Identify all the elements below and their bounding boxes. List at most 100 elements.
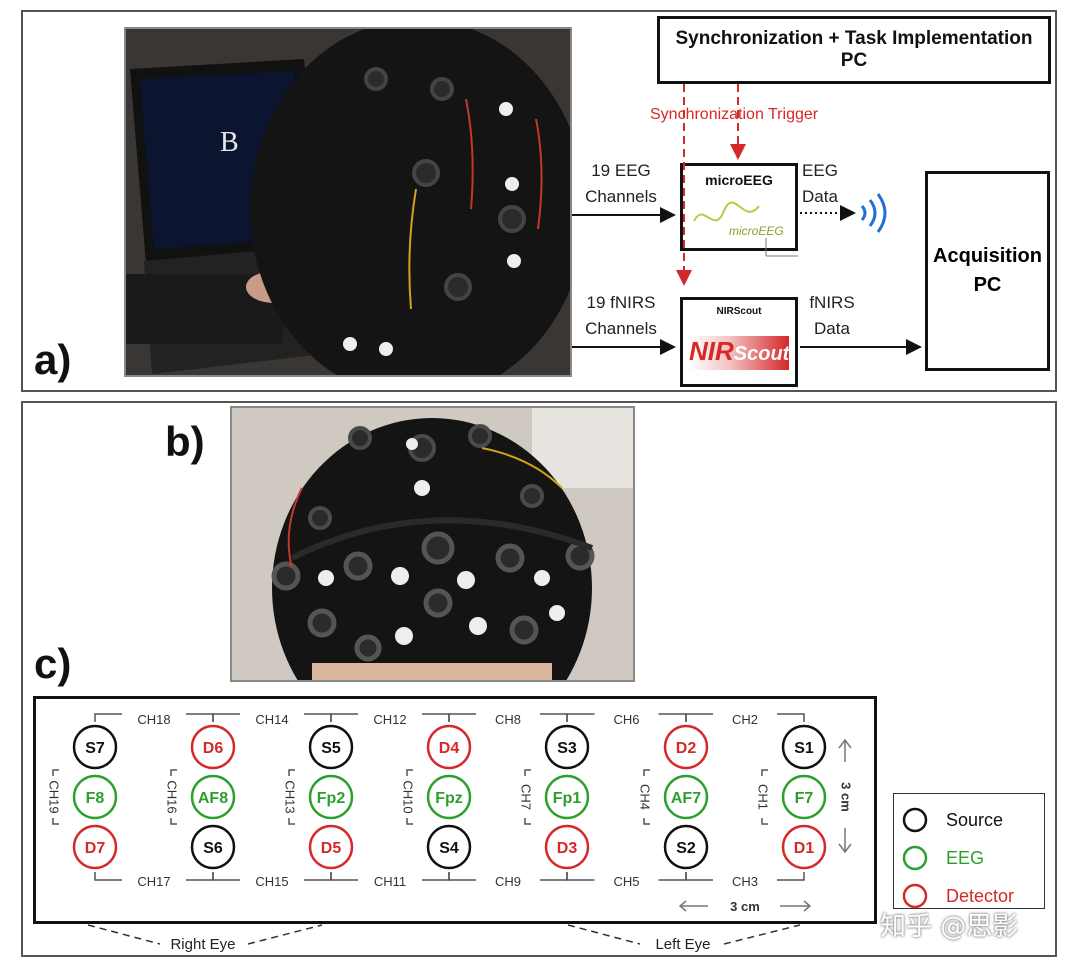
vertical-scale-label: 3 cm <box>839 782 854 812</box>
horizontal-scale-arrow-left <box>678 900 708 912</box>
optode-s4-circle <box>426 824 472 870</box>
eeg-data-line2: Data <box>802 187 838 206</box>
laptop-screen-letter: B <box>220 127 239 158</box>
optode-d3-label: D3 <box>557 840 578 857</box>
eeg-channels-label: 19 EEG Channels <box>578 158 664 210</box>
left-eye-label: Left Eye <box>655 936 710 953</box>
bottom-bracket-left-4 <box>566 872 595 881</box>
optode-d4-label: D4 <box>439 740 460 757</box>
side-channel-ch7: CH7 <box>519 784 534 810</box>
optode-d4-circle <box>426 724 472 770</box>
side-channel-ch4: CH4 <box>638 784 653 810</box>
side-channel-ch13: CH13 <box>283 780 298 813</box>
eeg-data-label: EEG Data <box>800 158 840 210</box>
top-channel-ch8: CH8 <box>495 712 521 727</box>
bottom-channel-ch15: CH15 <box>255 874 288 889</box>
top-channel-ch14: CH14 <box>255 712 288 727</box>
optode-f7-circle <box>781 774 827 820</box>
bottom-channel-ch11: CH11 <box>374 874 406 889</box>
side-bracket-bottom-2 <box>288 818 295 825</box>
optode-f8-circle <box>72 774 118 820</box>
top-channel-ch2: CH2 <box>732 712 758 727</box>
top-bracket-left-3 <box>448 713 476 722</box>
microeeg-logo-waveform <box>693 201 760 222</box>
panel-b-label: b) <box>165 418 205 465</box>
top-channel-ch18: CH18 <box>137 712 170 727</box>
side-bracket-bottom-6 <box>761 818 768 825</box>
top-bracket-right-5 <box>777 713 805 722</box>
top-bracket-left-2 <box>330 713 358 722</box>
horizontal-scale-label: 3 cm <box>730 899 760 914</box>
fnirs-channels-label: 19 fNIRS Channels <box>578 290 664 342</box>
optode-s3-label: S3 <box>557 740 577 757</box>
right-eye-guide <box>87 924 323 945</box>
side-bracket-bottom-4 <box>524 818 531 825</box>
nirscout-small-label: NIRScout <box>716 306 762 317</box>
optode-fp2-label: Fp2 <box>317 790 346 807</box>
bottom-bracket-right-5 <box>777 872 805 881</box>
side-bracket-top-1 <box>170 769 177 776</box>
legend-eeg-label: EEG <box>946 848 984 868</box>
optode-f8-label: F8 <box>86 790 105 807</box>
bottom-channel-ch17: CH17 <box>137 874 170 889</box>
side-bracket-top-3 <box>406 769 413 776</box>
legend-eeg-marker <box>902 845 928 871</box>
nirscout-box: NIRScout NIRScout <box>680 297 798 387</box>
legend-detector-marker <box>902 883 928 909</box>
optode-s2-circle <box>663 824 709 870</box>
optode-s5-circle <box>308 724 354 770</box>
acquisition-pc-line1: Acquisition <box>933 245 1042 267</box>
optode-fp1-label: Fp1 <box>553 790 582 807</box>
side-bracket-bottom-3 <box>406 818 413 825</box>
optode-fpz-label: Fpz <box>435 790 463 807</box>
panel-c-label: c) <box>34 640 72 687</box>
fnirs-data-label: fNIRS Data <box>806 290 858 342</box>
acquisition-pc-line2: PC <box>973 274 1002 296</box>
legend-detector-label: Detector <box>946 886 1014 906</box>
optode-fp2-circle <box>308 774 354 820</box>
side-channel-ch1: CH1 <box>756 784 771 810</box>
optode-s2-label: S2 <box>676 840 696 857</box>
optode-s6-label: S6 <box>203 840 223 857</box>
eeg-data-line1: EEG <box>802 161 838 180</box>
eeg-channels-line2: Channels <box>585 187 657 206</box>
bottom-bracket-left-2 <box>330 872 358 881</box>
side-bracket-top-2 <box>288 769 295 776</box>
side-channel-ch19: CH19 <box>47 780 62 813</box>
bottom-bracket-left-5 <box>685 872 713 881</box>
side-channel-ch16: CH16 <box>165 780 180 813</box>
optode-af7-circle <box>663 774 709 820</box>
left-eye-guide <box>567 924 801 945</box>
side-bracket-top-0 <box>52 769 59 776</box>
vertical-scale-arrow-up <box>838 738 852 762</box>
top-bracket-left-1 <box>212 713 240 722</box>
eeg-cap-photo-illustration <box>126 29 570 375</box>
right-eye-label: Right Eye <box>170 936 235 953</box>
optode-s7-label: S7 <box>85 740 105 757</box>
top-bracket-left-4 <box>566 713 595 722</box>
acquisition-pc-box: Acquisition PC <box>925 171 1050 371</box>
top-channel-ch6: CH6 <box>613 712 639 727</box>
optode-d1-circle <box>781 824 827 870</box>
wireless-signal-icon <box>860 193 887 233</box>
optode-d2-label: D2 <box>676 740 697 757</box>
nirscout-logo-scout: Scout <box>733 343 790 365</box>
optode-af8-circle <box>190 774 236 820</box>
side-bracket-top-5 <box>643 769 650 776</box>
optode-d6-circle <box>190 724 236 770</box>
fnirs-channels-line1: 19 fNIRS <box>586 293 656 312</box>
legend-source-label: Source <box>946 810 1003 830</box>
optode-d5-circle <box>308 824 354 870</box>
top-bracket-left-0 <box>94 713 122 722</box>
fnirs-channels-line2: Channels <box>585 319 657 338</box>
side-bracket-top-6 <box>761 769 768 776</box>
top-bracket-left-5 <box>685 713 713 722</box>
optode-d7-label: D7 <box>85 840 106 857</box>
optode-d5-label: D5 <box>321 840 342 857</box>
nirscout-logo-nir: NIR <box>689 336 734 366</box>
legend-source-marker <box>902 807 928 833</box>
panel-b-photo <box>230 406 635 682</box>
sync-pc-box: Synchronization + Task Implementation PC <box>657 16 1051 84</box>
